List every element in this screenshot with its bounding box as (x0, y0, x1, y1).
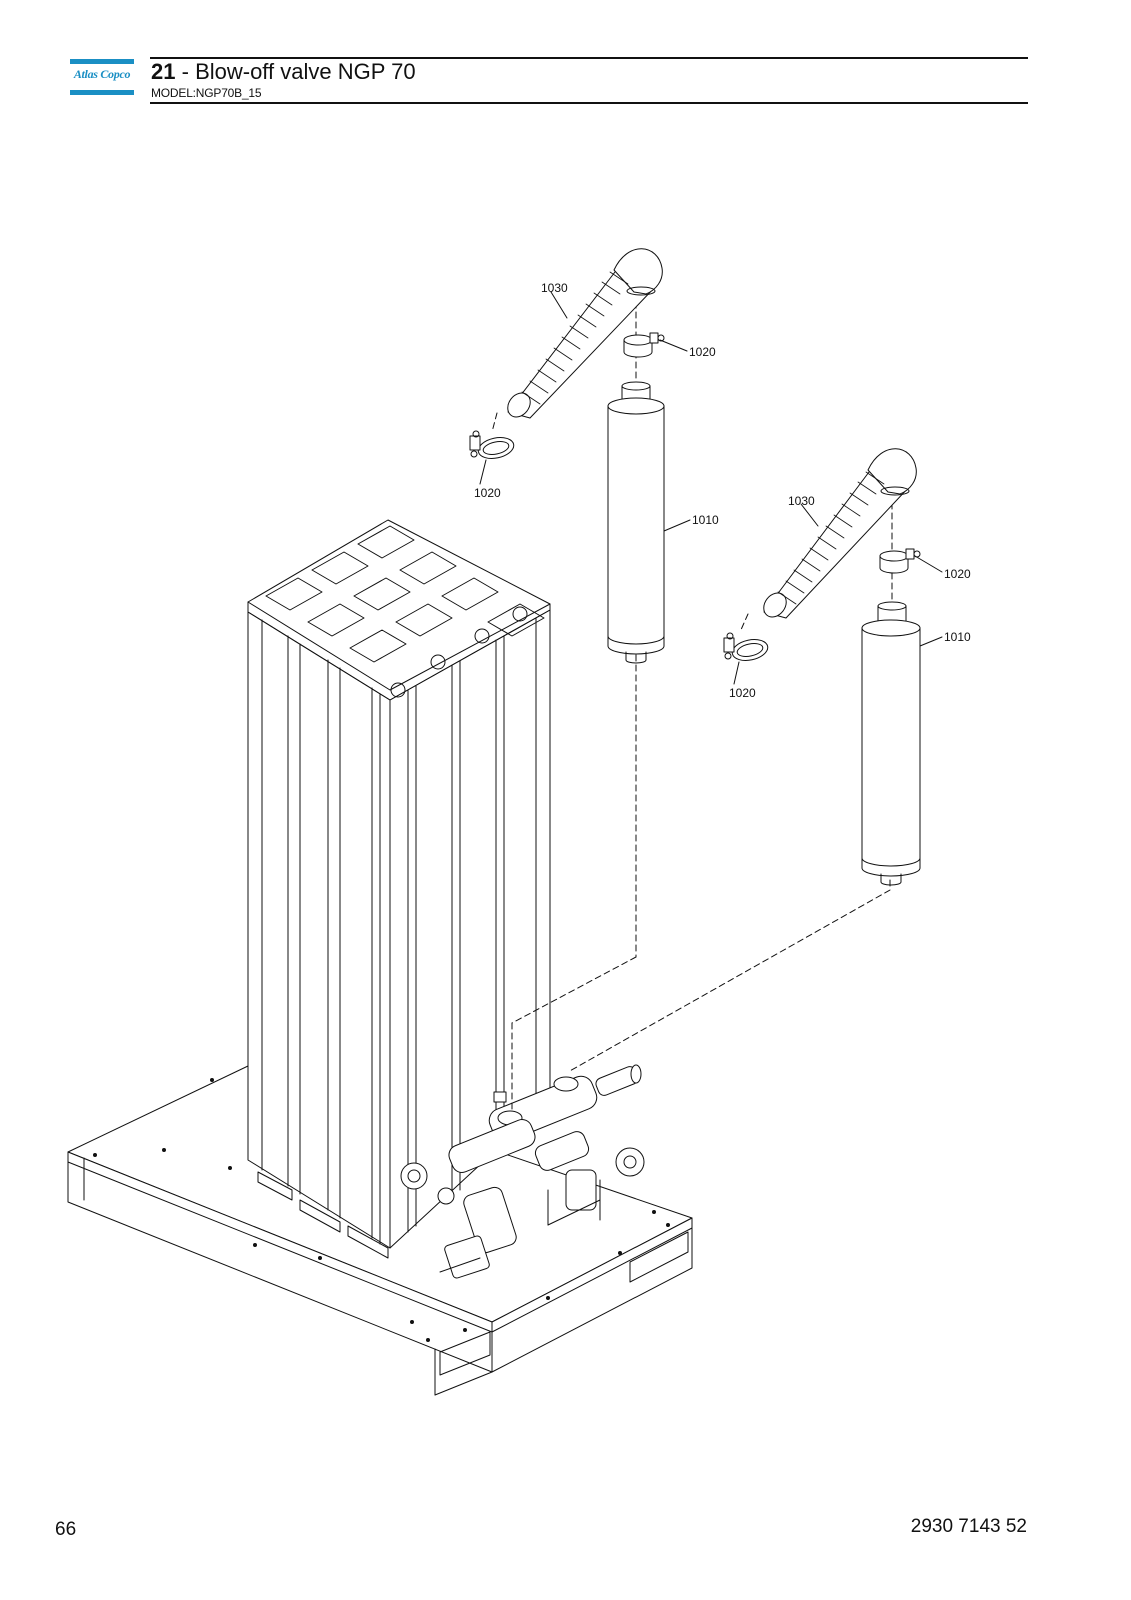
hose-clamp-right-lower (723, 632, 769, 661)
callout-clamp-left-lower: 1020 (474, 486, 501, 500)
leader-lines (479, 291, 943, 685)
section-title-text: Blow-off valve NGP 70 (195, 59, 416, 84)
callout-clamp-right-upper: 1020 (944, 567, 971, 581)
title-separator: - (181, 59, 196, 84)
model-label: MODEL:NGP70B_15 (151, 86, 262, 100)
logo-wordmark: Atlas Copco (73, 67, 131, 81)
blow-off-valve-assembly (400, 1064, 645, 1279)
callout-silencer-left: 1010 (692, 513, 719, 527)
section-title: 21 - Blow-off valve NGP 70 (151, 60, 416, 84)
assembly-guide-lines (491, 291, 893, 1113)
page-header: Atlas Copco 21 - Blow-off valve NGP 70 M… (0, 0, 1131, 110)
hose-right (763, 448, 917, 619)
hose-clamp-right-upper (879, 548, 921, 574)
callout-hose-right: 1030 (788, 494, 815, 508)
logo-bar-bottom (70, 90, 134, 95)
callout-hose-left: 1030 (541, 281, 568, 295)
page-number: 66 (55, 1519, 77, 1540)
callout-silencer-right: 1010 (944, 630, 971, 644)
adsorber-column-stack (247, 519, 551, 1259)
hose-clamp-left-lower (469, 430, 515, 459)
document-number: 2930 7143 52 (910, 1516, 1027, 1537)
hose-clamp-left-upper (623, 332, 665, 358)
callout-labels: 1030 1020 1020 1010 1030 1020 1020 1010 (474, 281, 971, 700)
logo-bar-top (70, 59, 134, 64)
atlas-copco-logo: Atlas Copco (70, 59, 134, 95)
section-number: 21 (151, 59, 176, 84)
silencer-left (607, 381, 665, 664)
hose-left (507, 248, 663, 419)
callout-clamp-right-lower: 1020 (729, 686, 756, 700)
silencer-right (861, 601, 921, 886)
callout-clamp-left-upper: 1020 (689, 345, 716, 359)
header-rule-top (150, 57, 1028, 59)
header-rule-bottom (150, 102, 1028, 104)
